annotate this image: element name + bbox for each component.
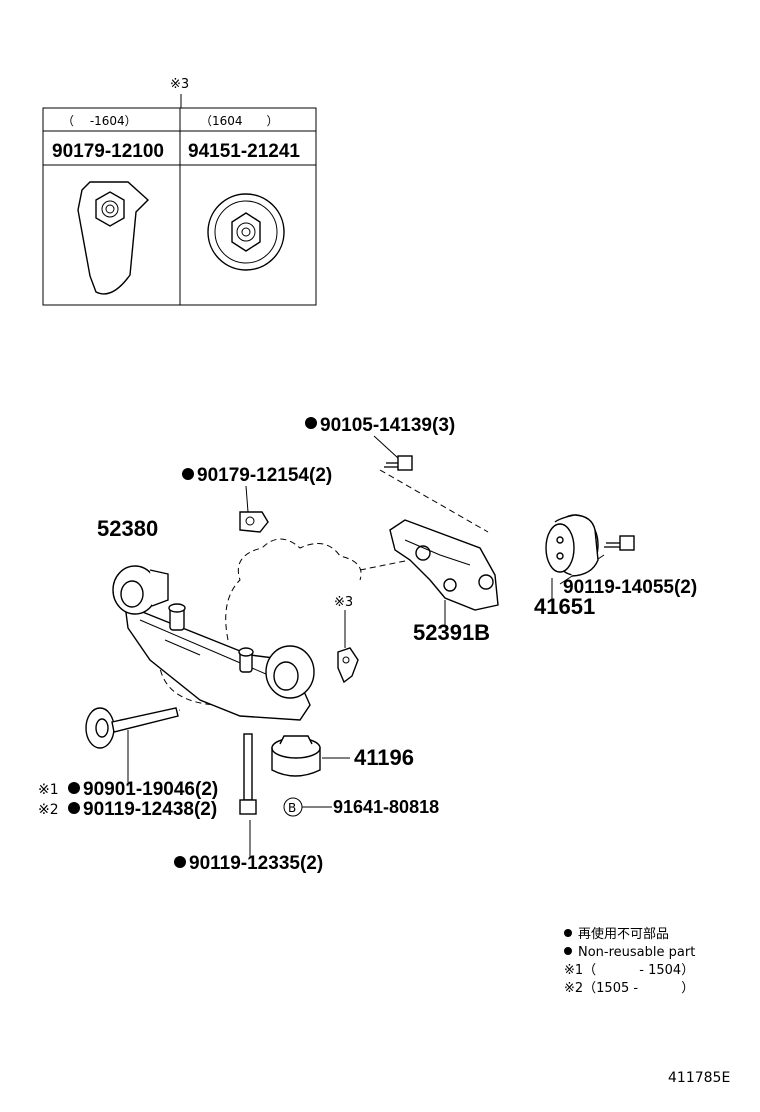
bolt-90105-icon <box>384 455 413 471</box>
table-col2-part: 94151-21241 <box>188 141 300 162</box>
label-bracket: 52391B <box>413 620 490 645</box>
bolt-90119-14055-icon <box>604 535 635 551</box>
long-bolt-icon <box>85 707 179 749</box>
label-note3: ※3 <box>334 595 353 610</box>
cushion <box>271 735 321 777</box>
label-bolt-a: 90901-19046(2) <box>83 779 218 800</box>
damper <box>545 514 599 577</box>
table-note: ※3 <box>170 77 189 92</box>
nonreusable-dot <box>564 947 572 955</box>
label-damper-bolt: 90119-14055(2) <box>563 577 697 598</box>
label-b-mark: B <box>288 801 296 815</box>
table-col1-range: （ -1604） <box>62 114 137 128</box>
label-bolt-b-prefix: ※2 <box>38 802 59 818</box>
label-nut-top: 90179-12154(2) <box>197 465 332 486</box>
nut-90179-icon <box>239 511 269 533</box>
nonreusable-dot <box>564 929 572 937</box>
legend: 再使用不可部品 Non-reusable part ※1（ - 1504） ※2… <box>564 926 695 998</box>
engine-outline <box>225 538 362 641</box>
label-b-part: 91641-80818 <box>333 797 439 817</box>
b-mark-circle <box>283 797 303 817</box>
legend-line-jp: 再使用不可部品 <box>564 926 695 944</box>
nonreusable-dot <box>174 856 186 868</box>
nonreusable-dot <box>182 468 194 480</box>
illustration-code: 411785E <box>668 1070 731 1086</box>
legend-note1: ※1（ - 1504） <box>564 963 695 978</box>
label-bolt-a-prefix: ※1 <box>38 782 59 798</box>
label-bolt-bottom: 90119-12335(2) <box>189 853 323 874</box>
reference-table: ※3 （ -1604） （1604 ） 90179-12100 94151-21… <box>42 77 317 306</box>
label-damper: 41651 <box>534 594 595 619</box>
label-cushion: 41196 <box>354 745 414 770</box>
table-col1-part: 90179-12100 <box>52 141 164 162</box>
table-col2-range: （1604 ） <box>200 114 279 128</box>
plate-nut-icon <box>77 181 150 295</box>
part-labels: 90105-14139(3) 90179-12154(2) 52380 5239… <box>38 415 697 874</box>
label-bolt-top: 90105-14139(3) <box>320 415 455 436</box>
nonreusable-dot <box>305 417 317 429</box>
label-bolt-b: 90119-12438(2) <box>83 799 217 820</box>
nonreusable-dot <box>68 802 80 814</box>
vertical-bolt-icon <box>239 733 257 815</box>
nonreusable-dot <box>68 782 80 794</box>
front-member <box>112 565 315 721</box>
mount-bracket <box>389 519 499 611</box>
plate-nut-small-icon <box>337 647 359 684</box>
washer-nut-icon <box>207 193 285 271</box>
legend-note2: ※2（1505 - ） <box>564 981 695 996</box>
label-member: 52380 <box>97 516 158 541</box>
legend-line-en: Non-reusable part <box>564 944 695 962</box>
